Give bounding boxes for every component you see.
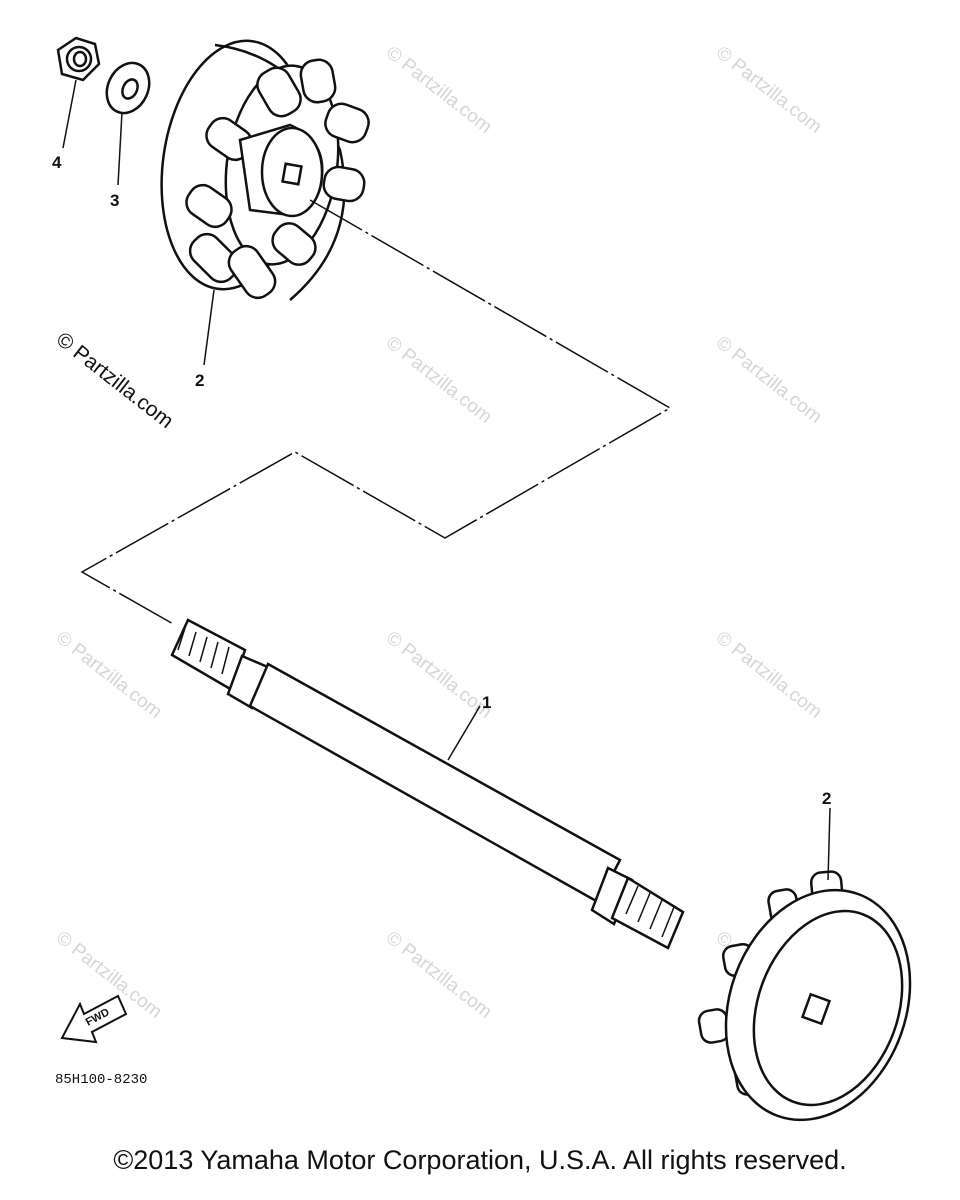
watermark: © Partzilla.com [382, 927, 496, 1022]
diagram-code: 85H100-8230 [55, 1072, 147, 1088]
callout-1: 1 [482, 693, 491, 712]
washer-part [105, 61, 151, 115]
drive-shaft-part [170, 618, 685, 950]
copyright-notice: ©2013 Yamaha Motor Corporation, U.S.A. A… [113, 1145, 847, 1175]
nut-part [56, 36, 101, 82]
watermark: © Partzilla.com [712, 42, 826, 137]
watermark: © Partzilla.com [52, 627, 166, 722]
watermark: © Partzilla.com [712, 627, 826, 722]
callout-3: 3 [110, 191, 119, 210]
callout-4: 4 [52, 153, 62, 172]
watermark-dark: © Partzilla.com [52, 328, 178, 433]
watermark: © Partzilla.com [712, 332, 826, 427]
fwd-arrow-icon [60, 994, 128, 1044]
assembly-path [80, 199, 672, 626]
watermark: © Partzilla.com [382, 42, 496, 137]
coupling-hub-top [160, 39, 370, 301]
callout-2-top: 2 [195, 371, 204, 390]
callout-2-bottom: 2 [822, 789, 831, 808]
coupling-disc-bottom [697, 870, 912, 1122]
watermark: © Partzilla.com [382, 332, 496, 427]
